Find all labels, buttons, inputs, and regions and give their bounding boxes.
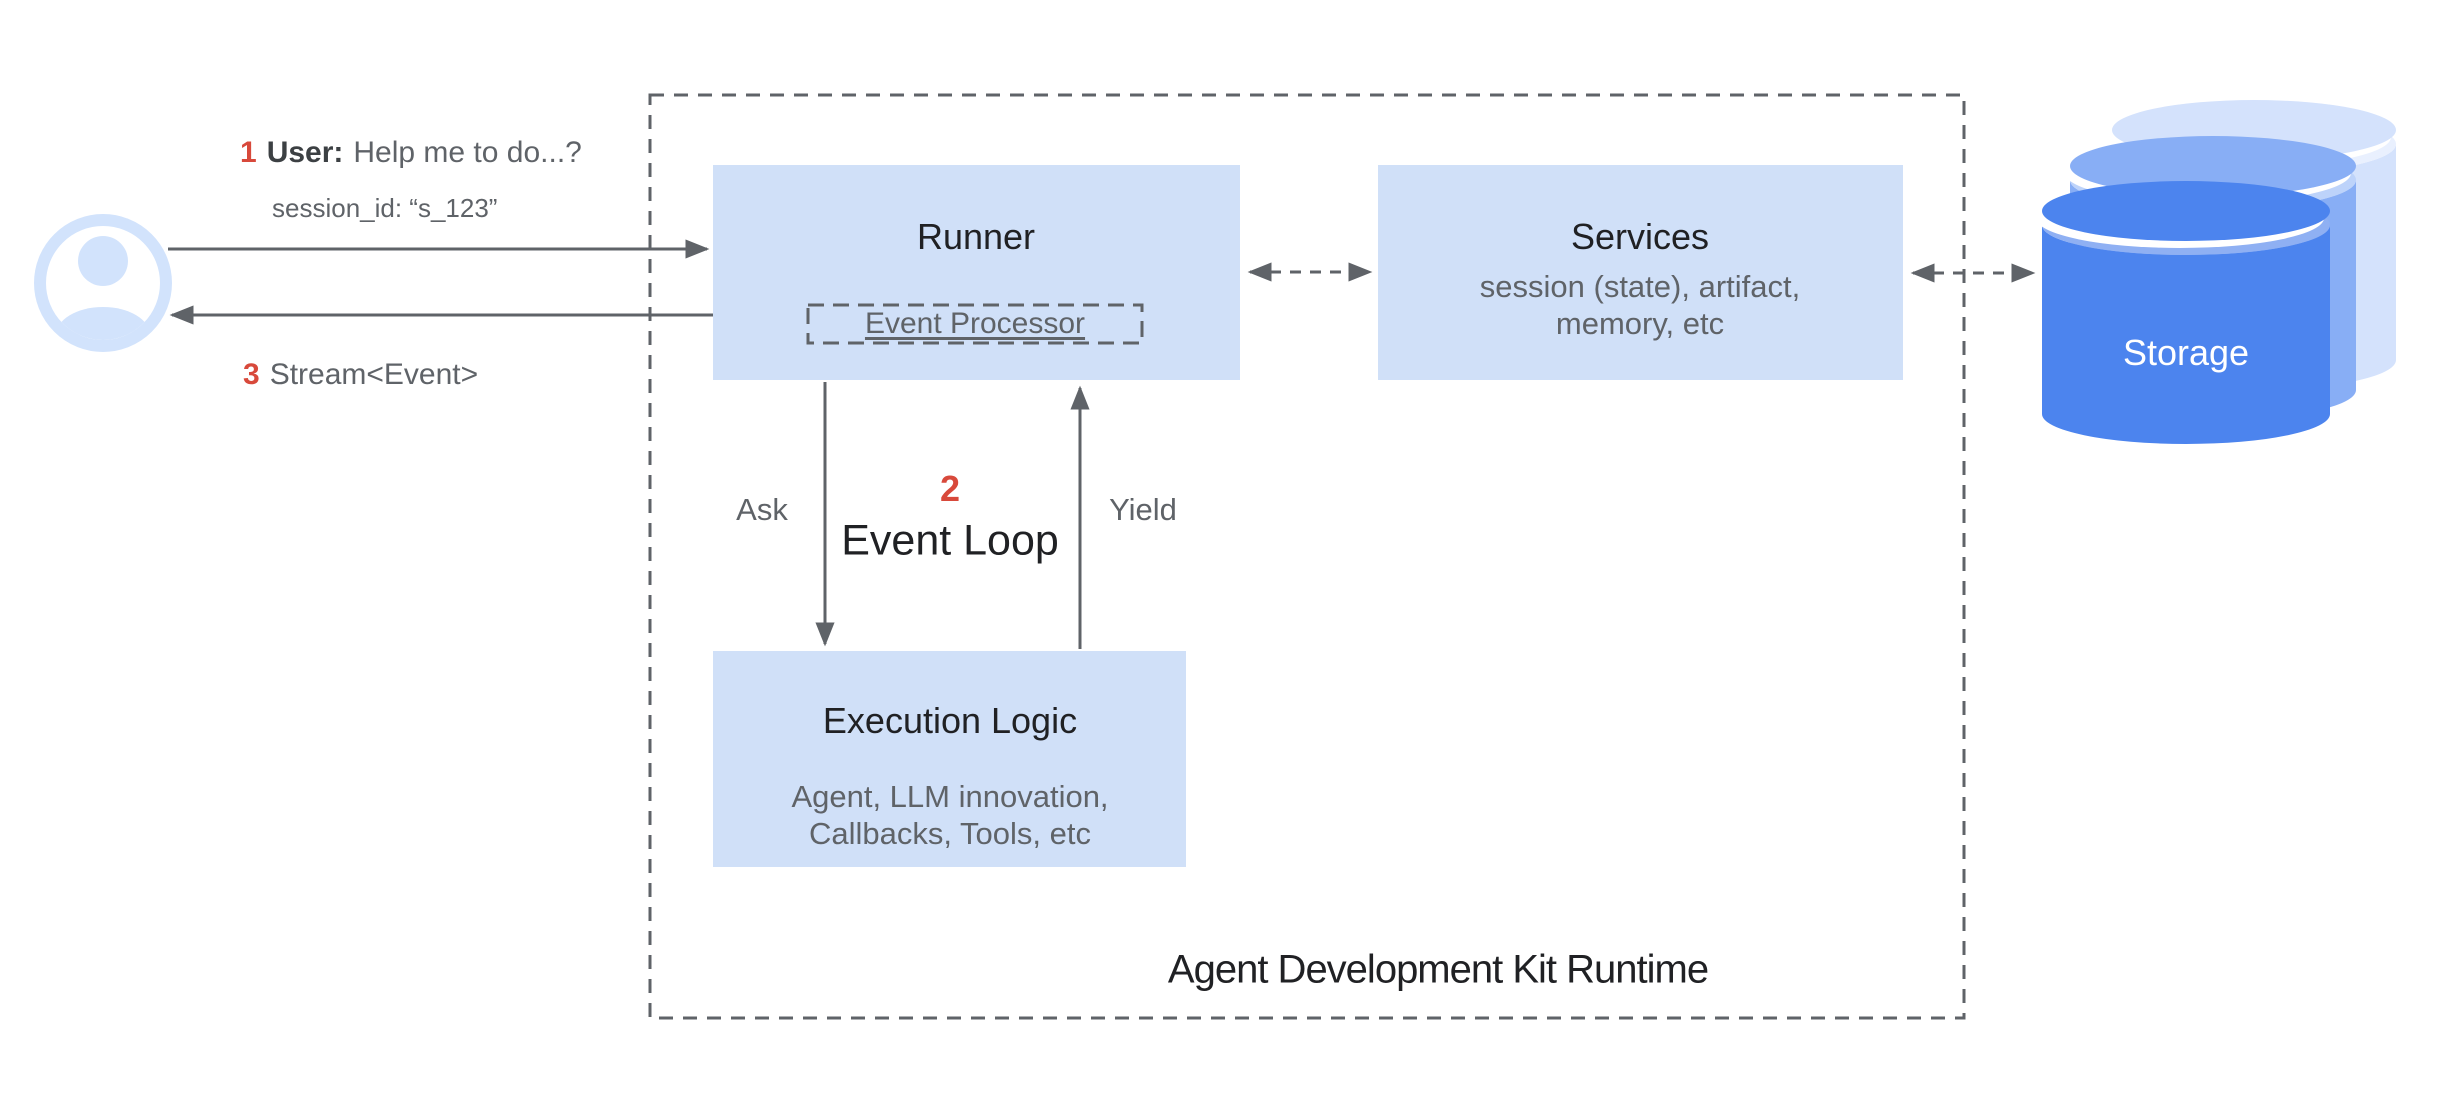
step1-annotation: 1 User: Help me to do...? bbox=[240, 136, 582, 170]
storage-cylinder-front bbox=[2036, 181, 2330, 444]
step3-stream-label: Stream<Event> bbox=[269, 358, 479, 391]
event-processor-label: Event Processor bbox=[864, 307, 1086, 340]
step1-user-label: User: bbox=[266, 136, 344, 169]
step3-number: 3 bbox=[243, 358, 260, 391]
event-loop-title: Event Loop bbox=[841, 516, 1059, 565]
runner-title: Runner bbox=[916, 216, 1036, 257]
services-title: Services bbox=[1570, 216, 1710, 257]
storage-cylinders-icon bbox=[2036, 100, 2396, 444]
user-avatar-icon bbox=[34, 214, 172, 352]
runtime-boundary-label: Agent Development Kit Runtime bbox=[1167, 947, 1709, 992]
services-subtitle: session (state), artifact, memory, etc bbox=[1479, 269, 1801, 341]
ask-label: Ask bbox=[736, 492, 788, 527]
storage-label: Storage bbox=[2122, 332, 2250, 373]
execution-logic-subtitle: Agent, LLM innovation, Callbacks, Tools,… bbox=[791, 779, 1109, 851]
step3-annotation: 3 Stream<Event> bbox=[243, 358, 478, 392]
step1-message: Help me to do...? bbox=[353, 136, 582, 169]
step1-number: 1 bbox=[240, 136, 257, 169]
runner-box bbox=[713, 165, 1240, 380]
execution-logic-title: Execution Logic bbox=[822, 700, 1078, 741]
session-id-text: session_id: “s_123” bbox=[272, 193, 498, 223]
storage-cylinder-middle bbox=[2065, 136, 2356, 420]
event-loop-number: 2 bbox=[939, 468, 961, 509]
yield-label: Yield bbox=[1109, 492, 1177, 527]
